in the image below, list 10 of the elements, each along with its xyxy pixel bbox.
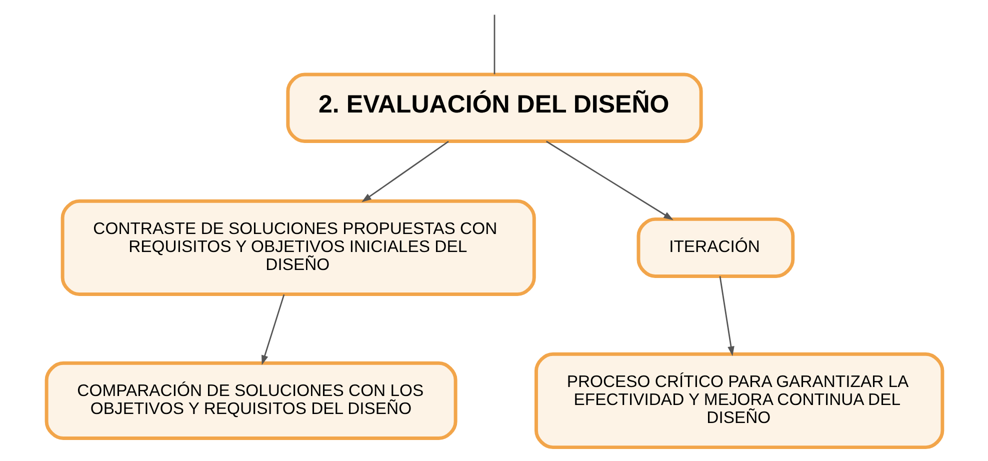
arrow bbox=[546, 140, 673, 220]
arrow bbox=[718, 276, 734, 356]
node-box: 2. EVALUACIÓN DEL DISEÑO bbox=[286, 72, 702, 144]
arrow bbox=[361, 140, 448, 202]
arrow bbox=[261, 294, 284, 366]
node-box: CONTRASTE DE SOLUCIONES PROPUESTAS CON REQUISITOS Y OBJETIVOS INICIALES DEL DISEÑO bbox=[60, 199, 536, 296]
node-box: ITERACIÓN bbox=[636, 217, 794, 278]
node-box: COMPARACIÓN DE SOLUCIONES CON LOS OBJETIVOS Y REQUISITOS DEL DISEÑO bbox=[44, 361, 457, 440]
node-box: PROCESO CRÍTICO PARA GARANTIZAR LA EFECTIVIDAD Y MEJORA CONTINUA DEL DISEÑO bbox=[534, 352, 944, 450]
connector bbox=[493, 14, 495, 74]
